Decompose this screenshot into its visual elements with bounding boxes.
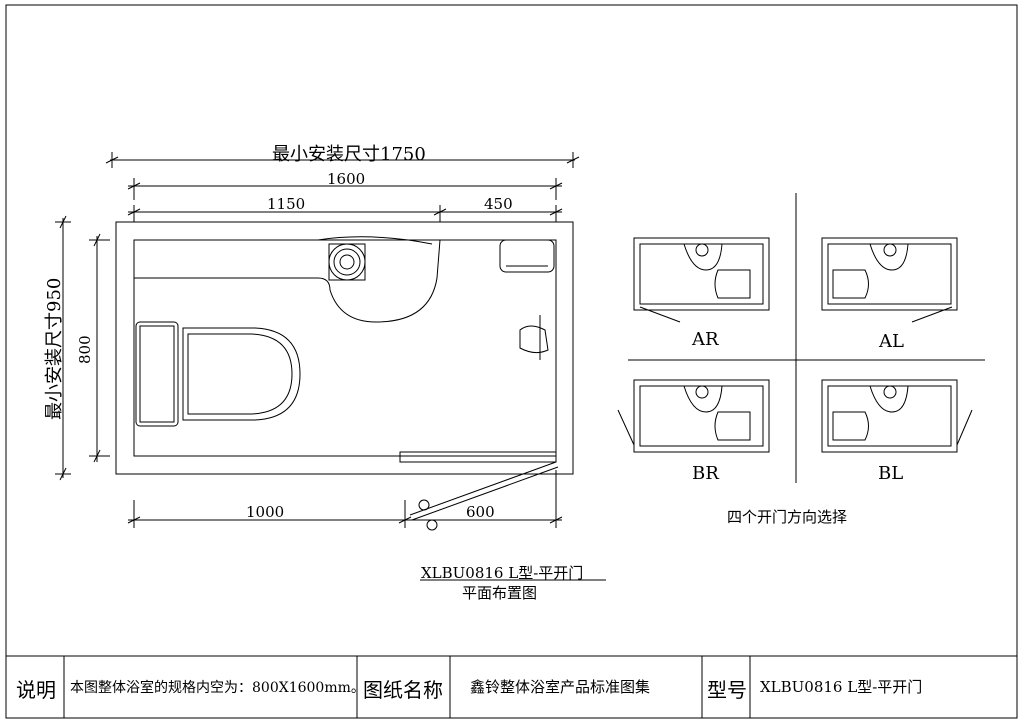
min-install-length-label: 最小安装尺寸1750 — [272, 144, 426, 165]
door-option-al: AL — [879, 331, 904, 352]
min-install-width-label: 最小安装尺寸950 — [44, 277, 65, 420]
option-ar-plan — [633, 237, 770, 311]
model-title: XLBU0816 L型-平开门 — [421, 564, 584, 582]
title-block-grid — [5, 655, 1018, 719]
note-label: 说明 — [16, 678, 56, 702]
drawing-name-label: 图纸名称 — [363, 678, 443, 702]
sheet-border — [5, 4, 1018, 719]
bottom-right-label: 600 — [466, 503, 495, 521]
option-bl-plan — [821, 379, 958, 453]
note-text: 本图整体浴室的规格内空为：800X1600mm。 — [70, 680, 365, 696]
dimension-lines — [55, 152, 580, 528]
shower-faucet — [519, 325, 549, 354]
door-option-br: BR — [692, 463, 719, 484]
plan-subtitle: 平面布置图 — [462, 584, 538, 602]
door-option-ar: AR — [692, 329, 719, 350]
width-label: 800 — [76, 335, 94, 364]
bathroom-plan — [115, 221, 574, 531]
door-hinge — [418, 499, 430, 511]
option-br-plan — [633, 379, 770, 453]
total-length-label: 1600 — [327, 170, 366, 188]
toilet-bowl — [182, 327, 301, 421]
drawing-name: 鑫铃整体浴室产品标准图集 — [470, 678, 651, 696]
toilet-tank — [135, 321, 179, 427]
door-option-bl: BL — [878, 463, 904, 484]
option-al-plan — [821, 237, 958, 311]
model-label: 型号 — [707, 678, 747, 702]
door-options-caption: 四个开门方向选择 — [727, 508, 848, 526]
bottom-left-label: 1000 — [246, 503, 285, 521]
model-value: XLBU0816 L型-平开门 — [760, 678, 923, 696]
door-options — [617, 193, 985, 483]
right-segment-label: 450 — [484, 195, 513, 213]
basin — [499, 239, 555, 273]
door-frame — [399, 451, 557, 463]
left-segment-label: 1150 — [267, 195, 306, 213]
